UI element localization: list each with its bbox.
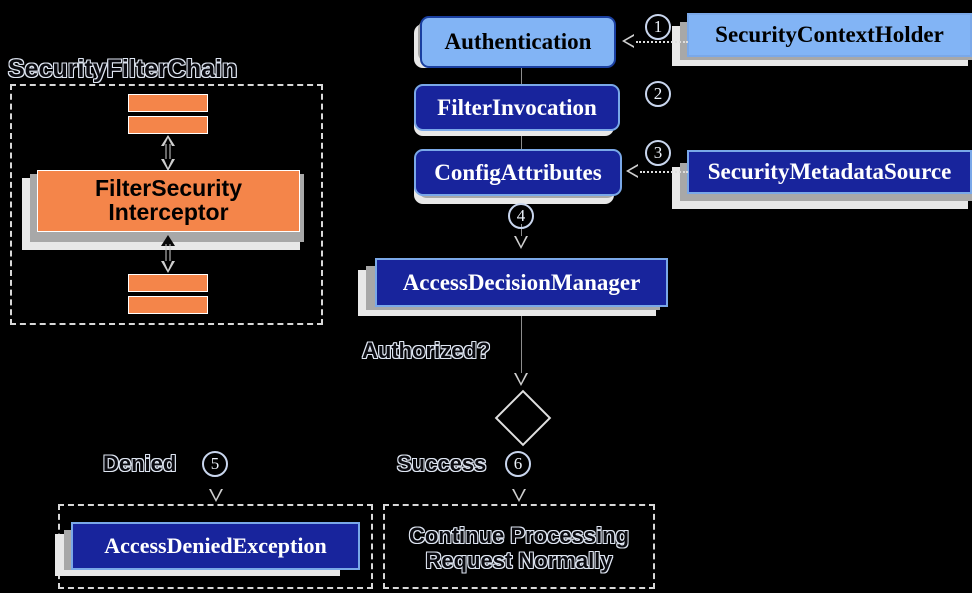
filter-bar-1 bbox=[128, 94, 208, 112]
security-metadata-source-label: SecurityMetadataSource bbox=[707, 159, 952, 185]
access-decision-manager-node[interactable]: AccessDecisionManager bbox=[375, 258, 668, 307]
arrow-stem bbox=[165, 244, 171, 261]
security-filter-chain-title: SecurityFilterChain bbox=[8, 55, 238, 83]
interceptor-label-line1: FilterSecurity bbox=[95, 175, 242, 202]
interceptor-label-line2: Interceptor bbox=[108, 199, 229, 225]
access-decision-manager-label: AccessDecisionManager bbox=[402, 269, 641, 295]
arrow-to-continue-processing bbox=[512, 489, 526, 502]
step-marker-5: 5 bbox=[202, 451, 228, 477]
filter-invocation-label: FilterInvocation bbox=[437, 94, 597, 120]
filter-chain-arrow-top bbox=[155, 135, 181, 171]
arrowhead-left-icon-1 bbox=[622, 34, 634, 48]
arrowhead-up-icon bbox=[161, 235, 175, 246]
access-denied-exception-label: AccessDeniedException bbox=[104, 532, 327, 558]
access-denied-exception-node[interactable]: AccessDeniedException bbox=[71, 522, 360, 570]
authentication-node[interactable]: Authentication bbox=[420, 16, 616, 68]
config-attributes-label: ConfigAttributes bbox=[434, 159, 602, 185]
link-sch-to-authentication bbox=[636, 41, 688, 43]
filter-bar-3 bbox=[128, 274, 208, 292]
step-marker-6: 6 bbox=[505, 451, 531, 477]
denied-label: Denied bbox=[103, 451, 177, 476]
continue-processing-line1: Continue Processing bbox=[408, 523, 630, 548]
step-marker-3: 3 bbox=[645, 140, 671, 166]
security-context-holder-node[interactable]: SecurityContextHolder bbox=[687, 13, 972, 57]
authorized-label: Authorized? bbox=[362, 338, 491, 363]
continue-processing-line2: Request Normally bbox=[425, 547, 613, 573]
step-marker-4: 4 bbox=[508, 203, 534, 229]
arrowhead-left-icon-3 bbox=[626, 164, 638, 178]
authorization-decision-diamond bbox=[494, 389, 552, 447]
arrow-stem bbox=[165, 144, 171, 159]
step-marker-1: 1 bbox=[645, 14, 671, 40]
security-filter-chain-container bbox=[10, 84, 323, 325]
filter-bar-4 bbox=[128, 296, 208, 314]
connector-step4-to-adm bbox=[521, 224, 522, 238]
config-attributes-node[interactable]: ConfigAttributes bbox=[414, 149, 622, 196]
filter-bar-2 bbox=[128, 116, 208, 134]
step-marker-2: 2 bbox=[645, 81, 671, 107]
security-context-holder-label: SecurityContextHolder bbox=[715, 22, 944, 48]
connector-filterinvocation-to-config bbox=[521, 130, 522, 152]
security-metadata-source-node[interactable]: SecurityMetadataSource bbox=[687, 150, 972, 194]
arrow-adm-to-diamond bbox=[514, 373, 528, 386]
arrowhead-up-icon bbox=[161, 135, 175, 146]
filter-security-interceptor-node[interactable]: FilterSecurity Interceptor bbox=[37, 170, 300, 232]
arrow-to-access-denied-exception bbox=[209, 489, 223, 502]
arrowhead-down-icon bbox=[161, 261, 175, 273]
link-sms-to-config-attributes bbox=[640, 171, 688, 173]
authentication-label: Authentication bbox=[444, 29, 592, 55]
filter-chain-arrow-bottom bbox=[155, 235, 181, 273]
connector-auth-to-filterinvocation bbox=[521, 62, 522, 84]
continue-processing-label: Continue Processing Request Normally bbox=[399, 523, 639, 573]
connector-adm-to-diamond bbox=[521, 306, 522, 374]
success-label: Success bbox=[397, 451, 487, 476]
arrowhead-down-icon bbox=[161, 159, 175, 171]
continue-processing-container bbox=[383, 504, 655, 589]
arrow-config-to-adm bbox=[514, 236, 528, 249]
filter-invocation-node[interactable]: FilterInvocation bbox=[414, 84, 620, 131]
